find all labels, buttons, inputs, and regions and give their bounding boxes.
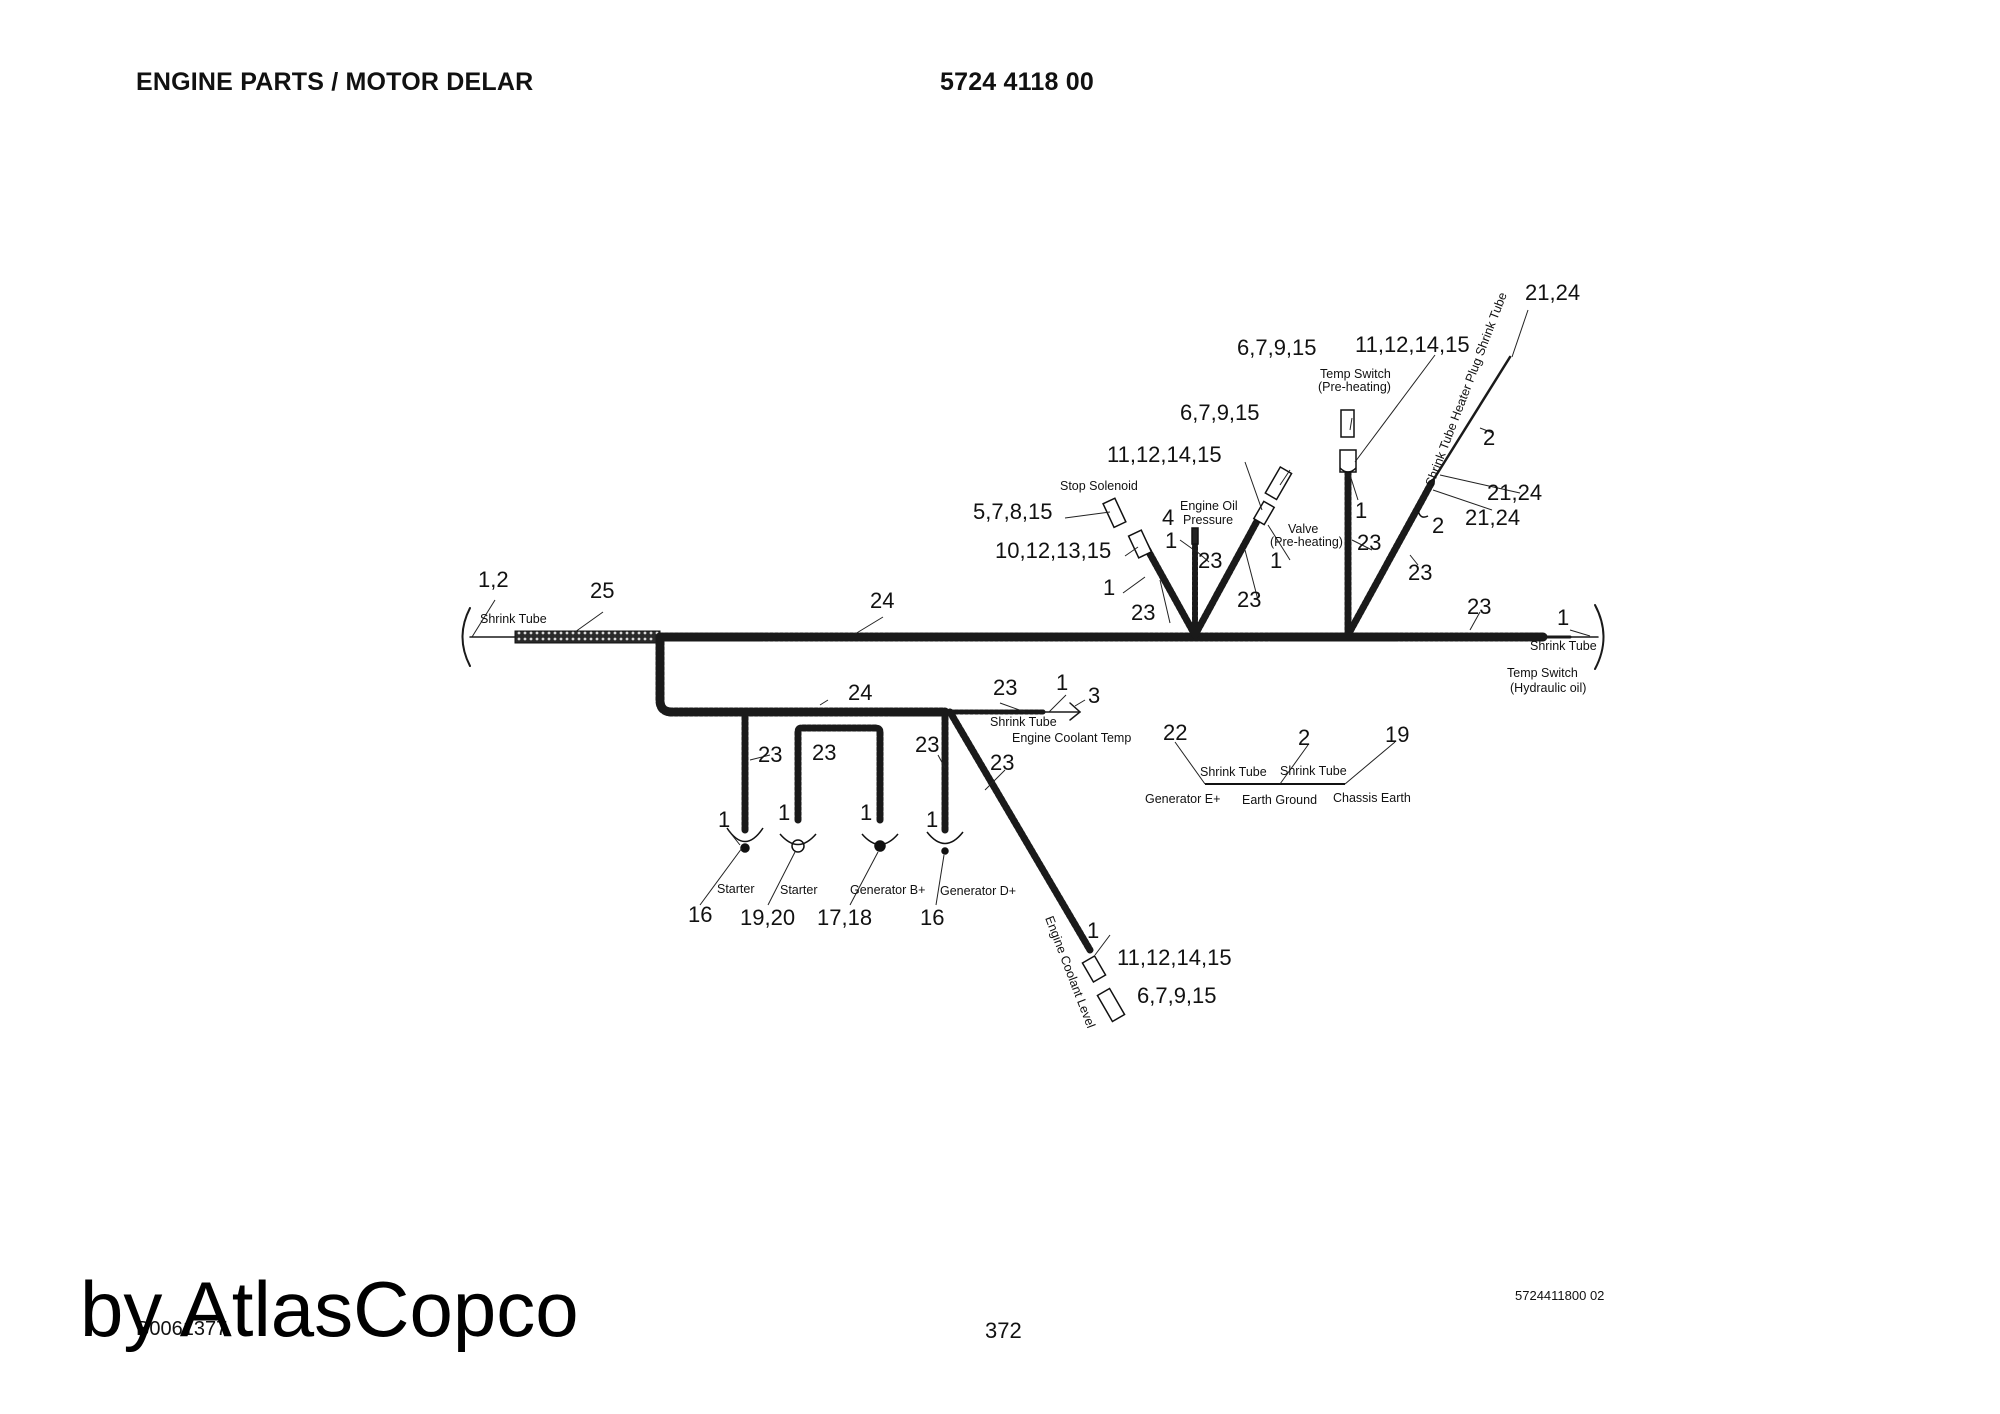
callout-16-b: 16	[920, 905, 944, 930]
label-shrink-tube-right: Shrink Tube	[1530, 639, 1597, 653]
component-labels: Shrink Tube Shrink Tube Temp Switch (Hyd…	[480, 290, 1597, 1030]
callout-2-mid: 2	[1432, 513, 1444, 538]
drawing-code: B0061377	[136, 1318, 228, 1340]
callout-19: 19	[1385, 722, 1409, 747]
callout-6-7-9-15-c: 6,7,9,15	[1137, 983, 1217, 1008]
callout-2-earth: 2	[1298, 725, 1310, 750]
callout-1-2: 1,2	[478, 567, 509, 592]
page-title: ENGINE PARTS / MOTOR DELAR	[136, 68, 534, 96]
callout-23-valve: 23	[1237, 587, 1261, 612]
lower-harness-branch	[655, 632, 1094, 954]
callout-1-right: 1	[1557, 605, 1569, 630]
callout-1-stop: 1	[1103, 575, 1115, 600]
callout-23-oil: 23	[1198, 548, 1222, 573]
callout-23-b: 23	[812, 740, 836, 765]
callout-6-7-9-15-b: 6,7,9,15	[1237, 335, 1317, 360]
callout-21-24-low: 21,24	[1465, 505, 1520, 530]
callout-1-s4: 1	[926, 807, 938, 832]
callout-1-valve: 1	[1270, 548, 1282, 573]
valve-plug	[1264, 465, 1293, 501]
callout-19-20: 19,20	[740, 905, 795, 930]
callout-1-oil: 1	[1165, 528, 1177, 553]
label-generator-b: Generator B+	[850, 883, 925, 897]
callout-23-main: 23	[1467, 594, 1491, 619]
callout-1-s2: 1	[778, 800, 790, 825]
label-valve: Valve	[1288, 522, 1318, 536]
callout-1-s3: 1	[860, 800, 872, 825]
shrink-tube-segment	[514, 630, 661, 644]
callout-21-24-mid: 21,24	[1487, 480, 1542, 505]
callout-25: 25	[590, 578, 614, 603]
callout-23-temp: 23	[1357, 530, 1381, 555]
callout-5-7-8-15: 5,7,8,15	[973, 499, 1053, 524]
label-generator-d: Generator D+	[940, 884, 1016, 898]
label-temp-switch-preheating-sub: (Pre-heating)	[1318, 380, 1391, 394]
callout-1-coolant: 1	[1056, 670, 1068, 695]
upper-harness-branches	[1141, 355, 1512, 639]
document-reference: 5724411800 02	[1515, 1288, 1605, 1303]
stop-solenoid-housing	[1127, 529, 1153, 559]
connectors	[1081, 409, 1357, 1023]
label-heater-plug-shrink-tube: Shrink Tube Heater Plug Shrink Tube	[1423, 290, 1510, 488]
callout-23-c: 23	[915, 732, 939, 757]
temp-switch-plug	[1340, 409, 1355, 438]
ring-terminals	[726, 467, 1429, 855]
coolant-level-plug	[1096, 987, 1126, 1023]
callout-21-24-top: 21,24	[1525, 280, 1580, 305]
callout-10-12-13-15: 10,12,13,15	[995, 538, 1111, 563]
oil-pressure-connector	[1191, 527, 1199, 545]
callout-24-main: 24	[870, 588, 894, 613]
label-earth-ground: Earth Ground	[1242, 793, 1317, 807]
label-shrink-tube-e2: Shrink Tube	[1280, 764, 1347, 778]
valve-housing	[1252, 500, 1276, 526]
stop-solenoid-plug	[1102, 497, 1127, 529]
label-starter-2: Starter	[780, 883, 818, 897]
label-stop-solenoid: Stop Solenoid	[1060, 479, 1138, 493]
main-harness-trunk	[461, 604, 1605, 670]
callout-24-lower: 24	[848, 680, 872, 705]
callout-11-12-14-15-a: 11,12,14,15	[1107, 442, 1222, 467]
part-number: 5724 4118 00	[940, 68, 1094, 96]
callout-1-s1: 1	[718, 807, 730, 832]
label-valve-preheating: (Pre-heating)	[1270, 535, 1343, 549]
callout-2-heater: 2	[1483, 425, 1495, 450]
page-number: 372	[985, 1318, 1022, 1343]
label-starter-1: Starter	[717, 882, 755, 896]
leader-lines	[471, 309, 1591, 956]
callout-23-level: 23	[990, 750, 1014, 775]
temp-switch-housing	[1339, 449, 1357, 473]
callout-23-heater: 23	[1408, 560, 1432, 585]
label-shrink-tube-e1: Shrink Tube	[1200, 765, 1267, 779]
label-chassis-earth: Chassis Earth	[1333, 791, 1411, 805]
callout-11-12-14-15-c: 11,12,14,15	[1117, 945, 1232, 970]
callout-23-stop: 23	[1131, 600, 1155, 625]
label-shrink-tube-left: Shrink Tube	[480, 612, 547, 626]
callout-4: 4	[1162, 505, 1174, 530]
callout-17-18: 17,18	[817, 905, 872, 930]
callout-1-temp: 1	[1355, 498, 1367, 523]
callout-11-12-14-15-b: 11,12,14,15	[1355, 332, 1470, 357]
callout-23-a: 23	[758, 742, 782, 767]
callout-numbers: 1,2 25 24 23 1 5,7,8,15 10,12,13,15 1 23…	[478, 280, 1580, 1008]
label-pressure: Pressure	[1183, 513, 1233, 527]
label-shrink-tube-coolant: Shrink Tube	[990, 715, 1057, 729]
label-hydraulic-oil: (Hydraulic oil)	[1510, 681, 1586, 695]
callout-1-level: 1	[1087, 918, 1099, 943]
callout-23-coolant: 23	[993, 675, 1017, 700]
coolant-level-housing	[1081, 954, 1107, 984]
label-temp-switch-hydraulic: Temp Switch	[1507, 666, 1578, 680]
label-engine-coolant-temp: Engine Coolant Temp	[1012, 731, 1131, 745]
label-generator-e: Generator E+	[1145, 792, 1220, 806]
label-temp-switch-preheating: Temp Switch	[1320, 367, 1391, 381]
callout-22: 22	[1163, 720, 1187, 745]
callout-6-7-9-15-a: 6,7,9,15	[1180, 400, 1260, 425]
label-engine-oil: Engine Oil	[1180, 499, 1238, 513]
callout-3: 3	[1088, 683, 1100, 708]
callout-16-a: 16	[688, 902, 712, 927]
brand-watermark: by AtlasCopco	[80, 1265, 579, 1353]
